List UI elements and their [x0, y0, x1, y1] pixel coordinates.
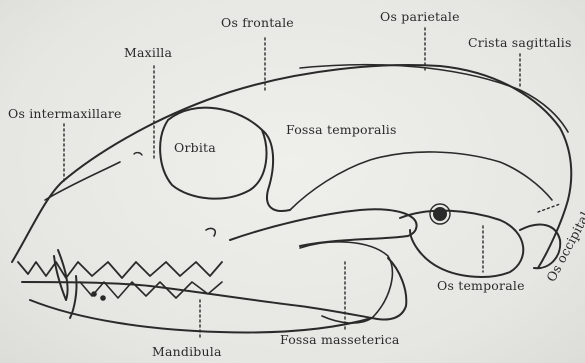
tooth-row	[18, 262, 222, 278]
zygomatic-arch	[230, 209, 417, 246]
leader-os-occipitale	[538, 204, 560, 212]
fossa-masseterica-outline	[300, 242, 392, 323]
label-os-temporale: Os temporale	[437, 280, 525, 293]
label-fossa-temporalis: Fossa temporalis	[286, 124, 397, 137]
label-maxilla: Maxilla	[124, 47, 172, 60]
foramen-2	[101, 296, 105, 300]
os-temporale-outline	[400, 211, 523, 277]
label-fossa-masseterica: Fossa masseterica	[280, 334, 400, 347]
label-os-frontale: Os frontale	[221, 17, 294, 30]
infraorbital-foramen	[134, 153, 142, 155]
label-crista-sagittalis: Crista sagittalis	[468, 37, 572, 50]
canine-upper	[54, 250, 68, 300]
label-os-parietale: Os parietale	[380, 11, 460, 24]
label-os-intermaxillare: Os intermaxillare	[8, 108, 122, 121]
label-mandibula: Mandibula	[152, 346, 222, 359]
nasal-line	[45, 162, 120, 200]
foramen-1	[92, 292, 96, 296]
fossa-temporalis-outline	[290, 152, 552, 210]
mandibula-lower-border	[30, 300, 372, 332]
label-orbita: Orbita	[174, 142, 216, 155]
auditory-meatus	[434, 208, 446, 220]
maxilla-mark	[206, 228, 215, 236]
teeth-lower-row	[80, 282, 222, 298]
cranium-outline	[12, 65, 571, 268]
